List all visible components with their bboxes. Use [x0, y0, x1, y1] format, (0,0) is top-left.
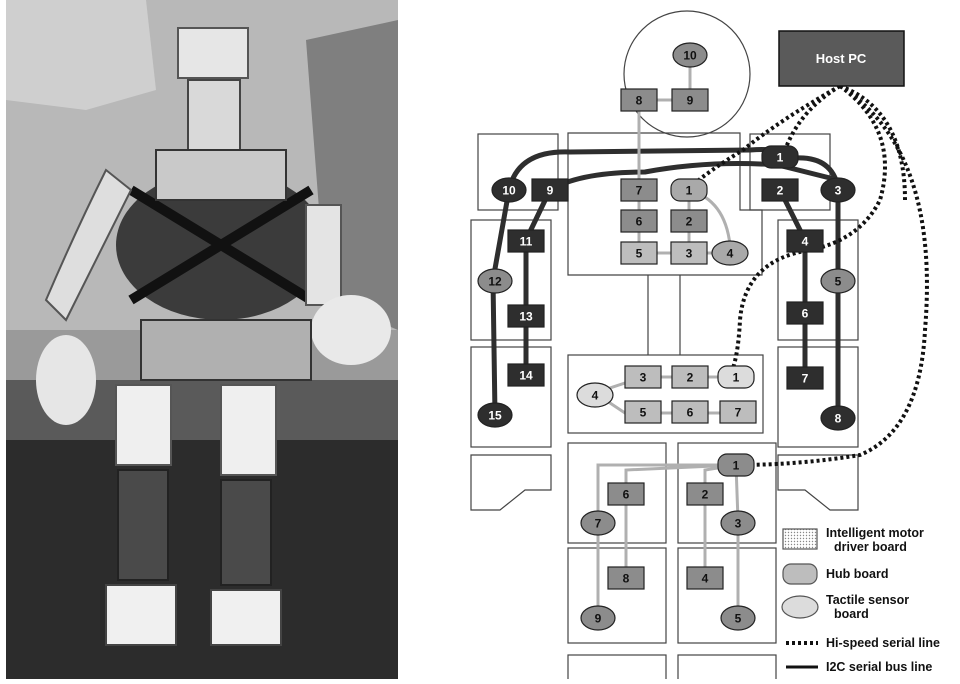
node-ls-9: 9: [532, 179, 568, 201]
node-rs-2: 2: [762, 179, 798, 201]
legend-hub-swatch: [783, 564, 817, 584]
node-head-9: 9: [672, 89, 708, 111]
node-label: 13: [519, 310, 533, 324]
node-w-2: 2: [672, 366, 708, 388]
legend-tactile-swatch: [782, 596, 818, 618]
node-ll-6: 6: [608, 483, 644, 505]
node-label: 7: [636, 184, 643, 198]
node-label: 7: [802, 372, 809, 386]
node-label: 7: [595, 517, 602, 531]
node-ch-4: 4: [712, 241, 748, 265]
node-w-4: 4: [577, 383, 613, 407]
node-ch-3: 3: [671, 242, 707, 264]
node-la-15: 15: [478, 403, 512, 427]
node-label: 2: [777, 184, 784, 198]
host-pc-label: Host PC: [816, 51, 867, 66]
node-label: 3: [835, 184, 842, 198]
node-ll-7: 7: [581, 511, 615, 535]
legend-motor-label: Intelligent motor: [826, 526, 924, 540]
legend-motor-label-2: driver board: [834, 540, 907, 554]
node-ls-10: 10: [492, 178, 526, 202]
node-label: 9: [687, 94, 694, 108]
node-label: 10: [683, 49, 697, 63]
node-label: 8: [835, 412, 842, 426]
node-label: 9: [547, 184, 554, 198]
node-label: 5: [735, 612, 742, 626]
node-rl-4: 4: [687, 567, 723, 589]
node-label: 4: [702, 572, 709, 586]
node-la-12: 12: [478, 269, 512, 293]
node-label: 6: [687, 406, 694, 420]
node-label: 1: [777, 151, 784, 165]
node-ra-6: 6: [787, 302, 823, 324]
legend-i2c-label: I2C serial bus line: [826, 660, 932, 674]
legend-hub-label: Hub board: [826, 567, 889, 581]
node-label: 1: [686, 184, 693, 198]
node-rl-2: 2: [687, 483, 723, 505]
node-label: 6: [623, 488, 630, 502]
node-la-14: 14: [508, 364, 544, 386]
node-label: 4: [592, 389, 599, 403]
node-w-1: 1: [718, 366, 754, 388]
node-label: 14: [519, 369, 533, 383]
node-label: 3: [686, 247, 693, 261]
node-la-13: 13: [508, 305, 544, 327]
node-ra-8: 8: [821, 406, 855, 430]
node-label: 7: [735, 406, 742, 420]
node-w-5: 5: [625, 401, 661, 423]
node-ra-7: 7: [787, 367, 823, 389]
node-ch-1: 1: [671, 179, 707, 201]
legend-motor-swatch: [783, 529, 817, 549]
node-label: 4: [802, 235, 809, 249]
node-label: 1: [733, 459, 740, 473]
node-ra-5: 5: [821, 269, 855, 293]
node-label: 4: [727, 247, 734, 261]
legend-tactile-label-2: board: [834, 607, 869, 621]
node-hip-1: 1: [718, 454, 754, 476]
node-rl-3: 3: [721, 511, 755, 535]
node-ll-8: 8: [608, 567, 644, 589]
legend-hispeed-label: Hi-speed serial line: [826, 636, 940, 650]
node-label: 8: [623, 572, 630, 586]
node-label: 5: [640, 406, 647, 420]
node-label: 2: [686, 215, 693, 229]
node-label: 8: [636, 94, 643, 108]
node-rs-1: 1: [762, 146, 798, 168]
node-head-10: 10: [673, 43, 707, 67]
legend-tactile-label: Tactile sensor: [826, 593, 909, 607]
node-ll-9: 9: [581, 606, 615, 630]
node-la-11: 11: [508, 230, 544, 252]
legend: Intelligent motor driver board Hub board…: [782, 526, 940, 674]
node-label: 12: [488, 275, 502, 289]
node-label: 5: [835, 275, 842, 289]
node-ch-6: 6: [621, 210, 657, 232]
node-label: 11: [520, 235, 533, 249]
node-head-8: 8: [621, 89, 657, 111]
node-w-6: 6: [672, 401, 708, 423]
node-ch-5: 5: [621, 242, 657, 264]
node-label: 15: [488, 409, 502, 423]
node-rl-5: 5: [721, 606, 755, 630]
node-label: 6: [636, 215, 643, 229]
node-label: 3: [735, 517, 742, 531]
node-label: 5: [636, 247, 643, 261]
node-ch-7: 7: [621, 179, 657, 201]
node-ch-2: 2: [671, 210, 707, 232]
node-label: 1: [733, 371, 740, 385]
node-w-7: 7: [720, 401, 756, 423]
node-label: 10: [502, 184, 516, 198]
node-rs-3: 3: [821, 178, 855, 202]
node-label: 9: [595, 612, 602, 626]
node-label: 6: [802, 307, 809, 321]
node-label: 3: [640, 371, 647, 385]
node-w-3: 3: [625, 366, 661, 388]
node-label: 2: [687, 371, 694, 385]
robot-photo: [6, 0, 398, 679]
node-ra-4: 4: [787, 230, 823, 252]
node-label: 2: [702, 488, 709, 502]
